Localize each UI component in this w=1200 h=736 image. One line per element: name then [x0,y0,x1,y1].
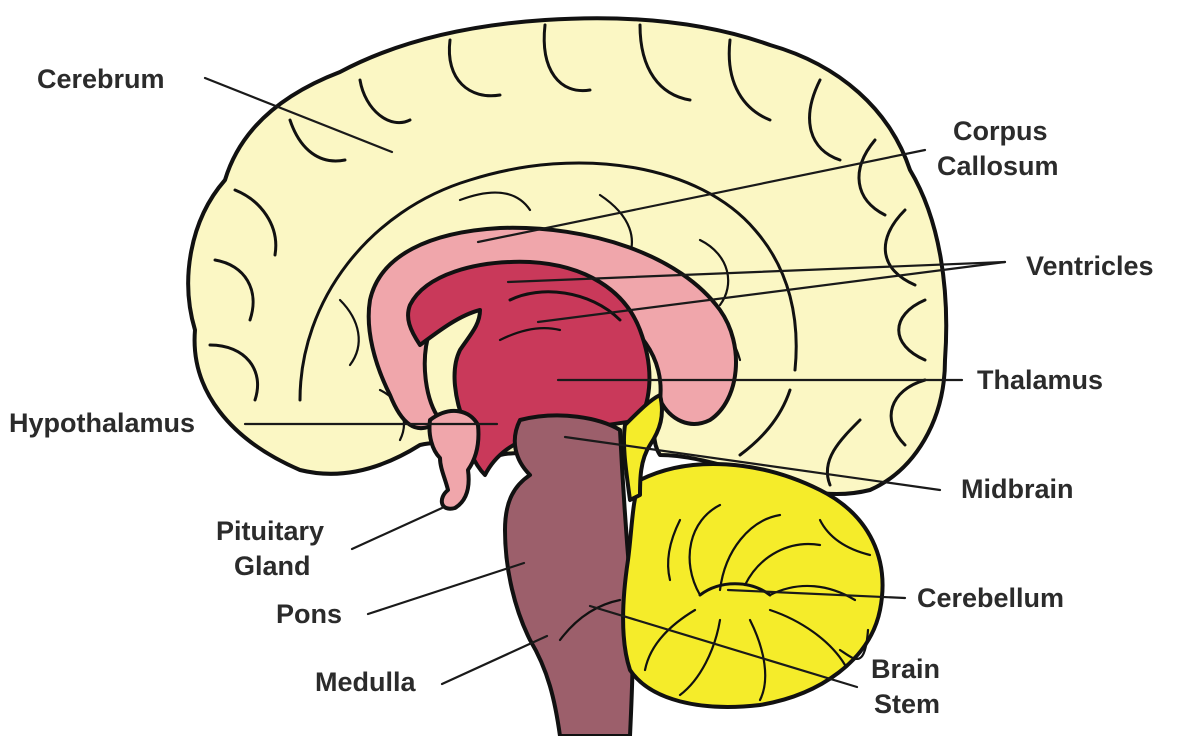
leader-corpus-callosum [476,148,927,244]
hypothalamus-shape [427,409,481,511]
label-thalamus: Thalamus [977,365,1103,395]
label-pituitary-2: Gland [234,551,311,581]
label-pons: Pons [276,599,342,629]
label-brain-stem-1: Brain [871,654,940,684]
leader-cerebrum [203,76,394,154]
leader-lines [203,76,1007,689]
label-ventricles: Ventricles [1026,251,1154,281]
label-midbrain: Midbrain [961,474,1074,504]
hypothalamus-region [427,409,481,511]
brain-stem-region [503,413,635,736]
leader-pituitary [350,506,444,551]
leader-medulla [440,634,549,686]
leader-ventricles-b [536,260,1007,324]
leader-cerebellum [726,588,907,600]
label-cerebrum: Cerebrum [37,64,165,94]
cerebellum-region [621,461,885,709]
label-brain-stem-2: Stem [874,689,940,719]
label-medulla: Medulla [315,667,416,697]
label-corpus-callosum-2: Callosum [937,151,1059,181]
label-pituitary-1: Pituitary [216,516,324,546]
leader-ventricles-a [506,260,1007,284]
brain-stem-shape [503,413,635,736]
leader-pons [366,561,526,616]
label-corpus-callosum-1: Corpus [953,116,1048,146]
label-hypothalamus: Hypothalamus [9,408,195,438]
labels: Cerebrum Corpus Callosum Ventricles Thal… [9,64,1154,719]
label-cerebellum: Cerebellum [917,583,1064,613]
leader-brain-stem [588,604,859,689]
leader-midbrain [563,435,942,492]
